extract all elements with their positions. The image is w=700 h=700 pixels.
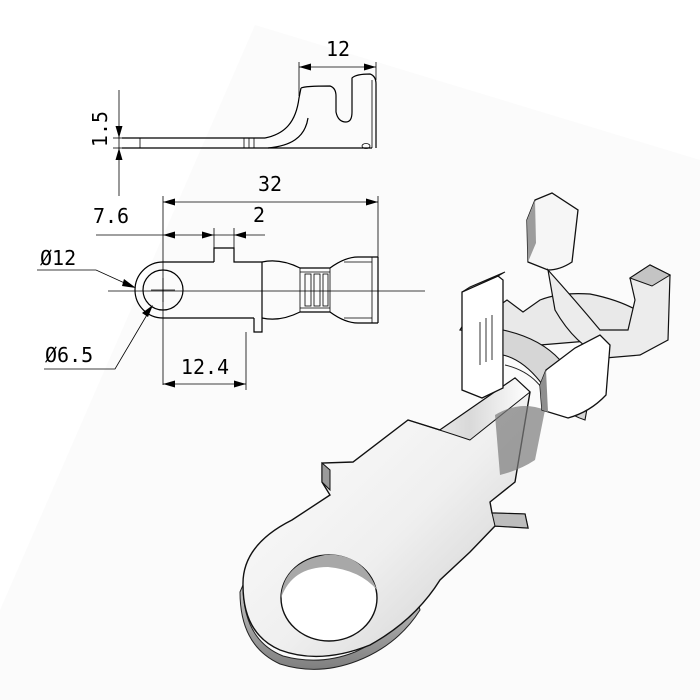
dimension-hole-diameter [44,305,153,370]
dimension-ring-offset [96,228,265,248]
dimension-label-hole-diameter: Ø6.5 [45,343,93,367]
dimension-label-top-width: 12 [326,37,350,61]
terminal-3d-render [239,192,672,670]
dimension-label-ring-offset: 7.6 [93,204,129,228]
dimension-overall-length [162,196,379,385]
background-shading [0,25,700,700]
dimension-label-window-width: 2 [253,203,265,227]
dimension-outer-diameter [37,269,136,288]
dimension-label-overall-length: 32 [258,172,282,196]
side-view [122,73,377,149]
dimension-thickness [113,90,124,196]
dimension-label-ring-to-barrel: 12.4 [181,355,229,379]
dimension-label-outer-diameter: Ø12 [40,246,76,270]
dimension-top-width [298,62,377,96]
dimension-ring-to-barrel [163,332,247,390]
dimension-label-thickness: 1.5 [88,111,112,147]
